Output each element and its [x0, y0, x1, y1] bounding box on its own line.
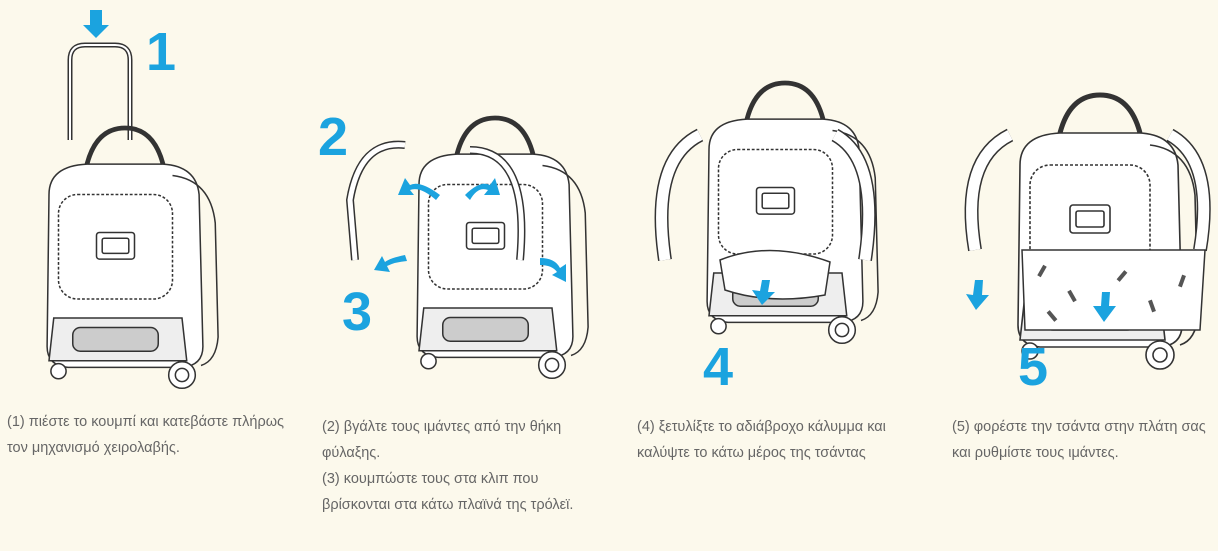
- step-number-4: 4: [703, 337, 733, 397]
- step-2-3-illustration: 2 3: [318, 107, 588, 378]
- step-5-caption: (5) φορέστε την τσάντα στην πλάτη σας κα…: [952, 414, 1212, 466]
- arrow-right-icon: [540, 258, 566, 282]
- step-number-3: 3: [342, 282, 372, 342]
- instructions-illustration: 1 2 3 4: [0, 10, 1211, 397]
- step-1-caption: (1) πιέστε το κουμπί και κατεβάστε πλήρω…: [7, 409, 307, 461]
- step-5-illustration: 5: [964, 95, 1211, 397]
- step-1-illustration: 1: [47, 10, 218, 388]
- caption-text: (4) ξετυλίξτε το αδιάβροχο κάλυμμα και κ…: [637, 419, 886, 461]
- caption-text: (1) πιέστε το κουμπί και κατεβάστε πλήρω…: [7, 414, 285, 456]
- step-4-illustration: 4: [654, 83, 879, 397]
- step-4-caption: (4) ξετυλίξτε το αδιάβροχο κάλυμμα και κ…: [637, 414, 927, 466]
- step-number-5: 5: [1018, 337, 1048, 397]
- arrow-down-icon: [83, 10, 109, 38]
- arrow-down-icon: [966, 280, 989, 310]
- step-number-2: 2: [318, 107, 348, 167]
- arrow-down-icon: [1093, 292, 1116, 322]
- caption-text: (2) βγάλτε τους ιμάντες από την θήκη φύλ…: [322, 419, 562, 461]
- arrow-left-icon: [374, 255, 407, 272]
- arrow-curved-icon: [465, 178, 500, 200]
- arrow-down-icon: [752, 280, 775, 305]
- step-2-3-caption: (2) βγάλτε τους ιμάντες από την θήκη φύλ…: [322, 414, 602, 518]
- caption-text: (5) φορέστε την τσάντα στην πλάτη σας κα…: [952, 419, 1206, 461]
- step-number-1: 1: [146, 22, 176, 82]
- caption-text: (3) κουμπώστε τους στα κλιπ που βρίσκοντ…: [322, 471, 574, 513]
- arrow-curved-icon: [398, 178, 440, 200]
